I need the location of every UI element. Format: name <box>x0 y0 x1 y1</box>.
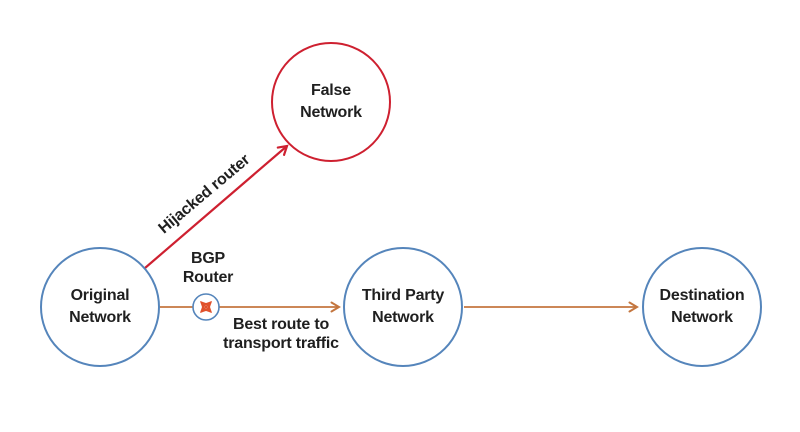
best-route-label-line2: transport traffic <box>223 335 339 352</box>
bgp-router-icon <box>192 293 220 321</box>
node-original-label: Original Network <box>69 285 131 328</box>
node-text-line: Network <box>671 309 733 326</box>
node-third-party-label: Third Party Network <box>362 285 444 328</box>
node-text-line: False <box>311 82 351 100</box>
node-destination-network: Destination Network <box>642 247 762 367</box>
best-route-label: Best route to transport traffic <box>223 316 339 354</box>
node-text-line: Network <box>300 104 362 121</box>
bgp-router-label-line2: Router <box>182 269 234 286</box>
bgp-router-label-line1: BGP <box>190 250 226 268</box>
bgp-router-label: BGP Router <box>182 250 234 288</box>
hijacked-route-line <box>144 144 289 269</box>
node-third-party-network: Third Party Network <box>343 247 463 367</box>
node-destination-label: Destination Network <box>660 285 745 328</box>
node-false-network: False Network <box>271 42 391 162</box>
router-arrow-se <box>204 305 213 314</box>
node-text-line: Original <box>70 287 130 305</box>
node-text-line: Network <box>69 309 131 326</box>
node-text-line: Third Party <box>361 287 445 305</box>
node-text-line: Network <box>372 309 434 326</box>
node-false-label: False Network <box>300 80 362 123</box>
node-text-line: Destination <box>659 287 745 305</box>
node-original-network: Original Network <box>40 247 160 367</box>
best-route-label-line1: Best route to <box>232 316 330 334</box>
